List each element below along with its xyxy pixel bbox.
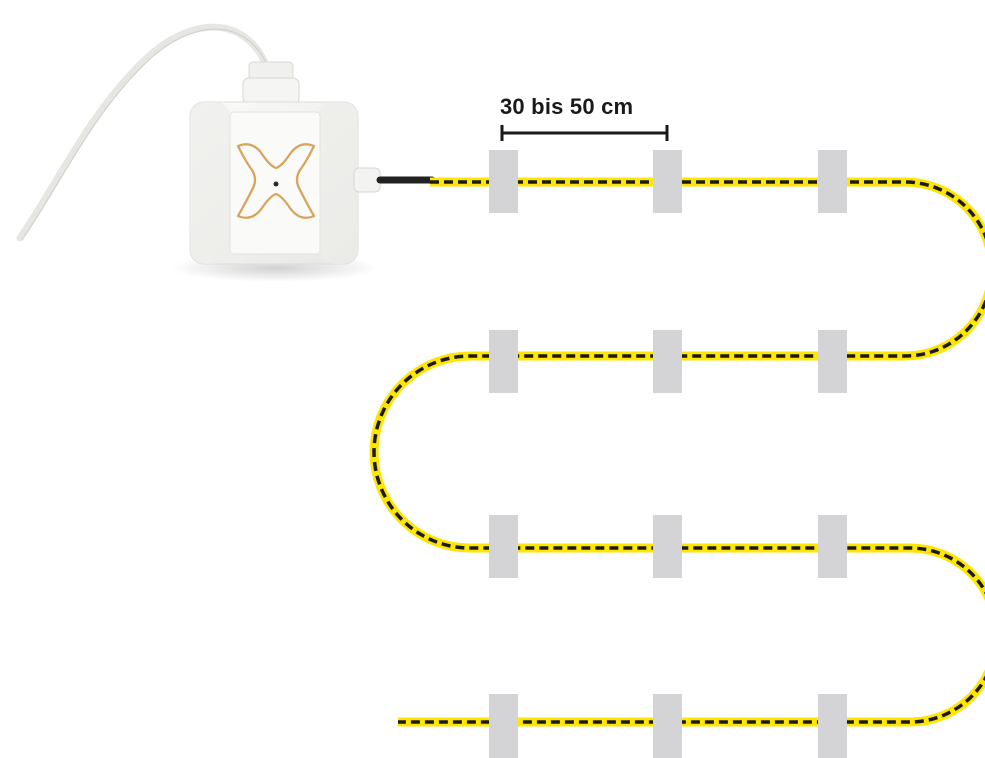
clip	[818, 150, 847, 213]
clip	[489, 150, 518, 213]
spacing-dimension-line	[500, 125, 669, 141]
clip	[489, 694, 518, 758]
clip	[818, 515, 847, 578]
clip	[653, 330, 682, 393]
x-logo-icon	[236, 143, 316, 219]
clip	[653, 150, 682, 213]
clip	[489, 515, 518, 578]
clip	[489, 330, 518, 393]
power-cord	[16, 23, 272, 242]
controller-device	[170, 61, 381, 282]
clip	[653, 694, 682, 758]
spacing-label: 30 bis 50 cm	[500, 94, 634, 119]
mounting-clips	[489, 150, 847, 758]
clip	[653, 515, 682, 578]
heating-cable	[369, 177, 985, 727]
clip	[818, 330, 847, 393]
clip	[818, 694, 847, 758]
